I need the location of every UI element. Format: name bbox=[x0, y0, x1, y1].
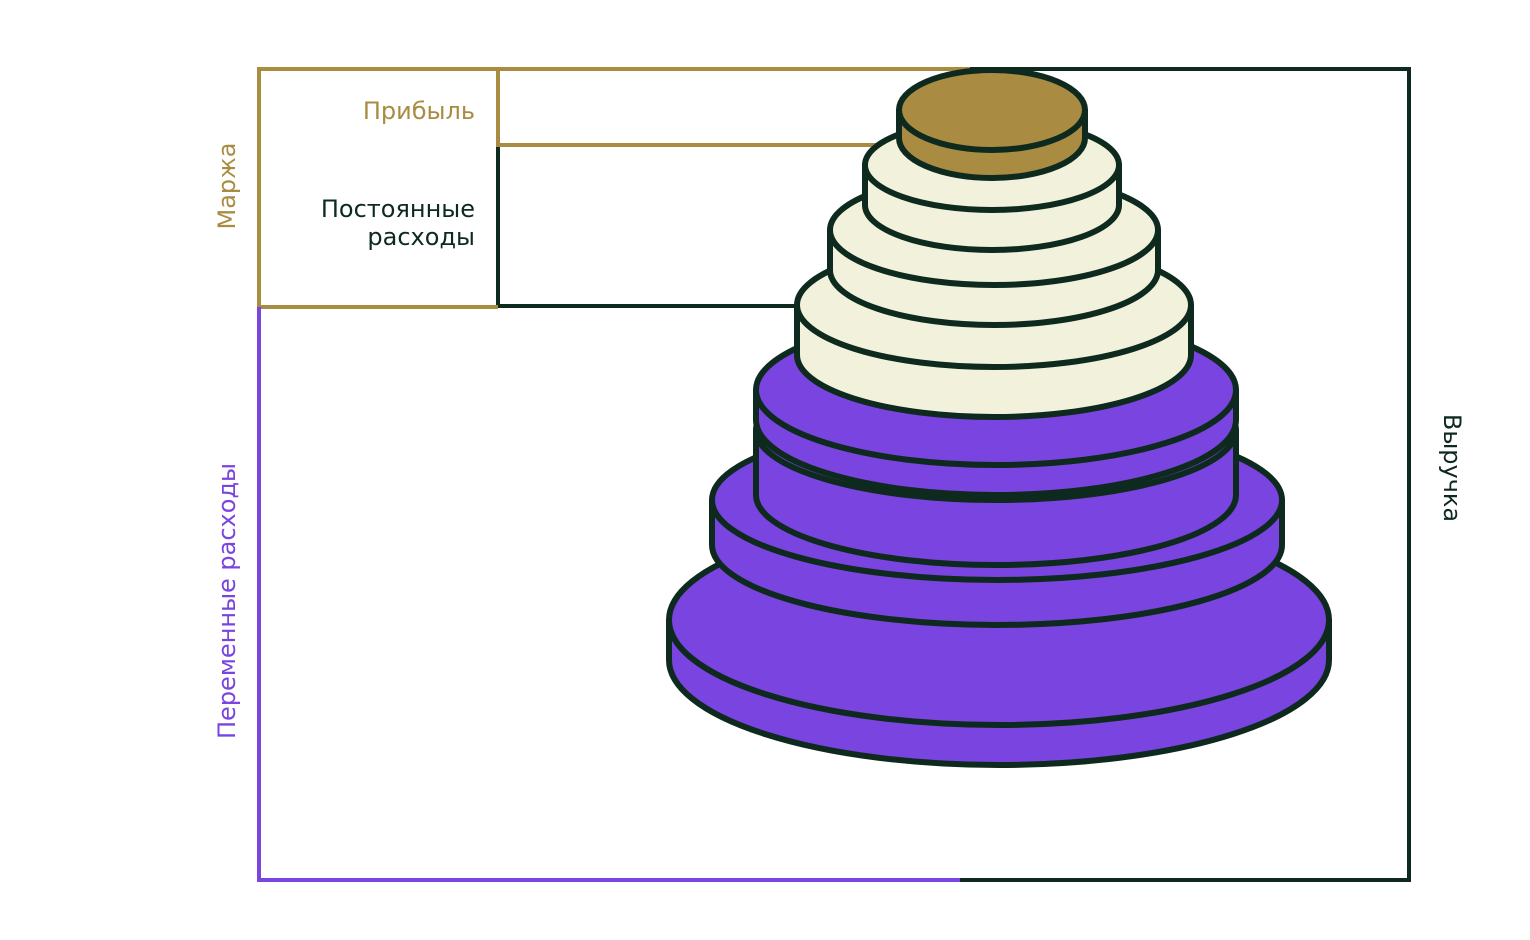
margin-label: Маржа bbox=[213, 143, 241, 230]
variable-costs-label: Переменные расходы bbox=[213, 463, 241, 739]
fixed-costs-frame bbox=[496, 146, 860, 308]
revenue-frame bbox=[940, 67, 1411, 882]
profit-label: Прибыль bbox=[363, 97, 475, 125]
fixed-costs-label-line2: расходы bbox=[367, 223, 475, 251]
cake-tier-top bbox=[896, 67, 1088, 153]
cake-tier-profit bbox=[896, 67, 1088, 181]
revenue-label: Выручка bbox=[1438, 414, 1466, 522]
margin-frame bbox=[257, 67, 970, 309]
variable-costs-frame bbox=[257, 307, 960, 882]
fixed-costs-label-line1: Постоянные bbox=[321, 195, 475, 223]
cake-stack bbox=[666, 67, 1332, 768]
